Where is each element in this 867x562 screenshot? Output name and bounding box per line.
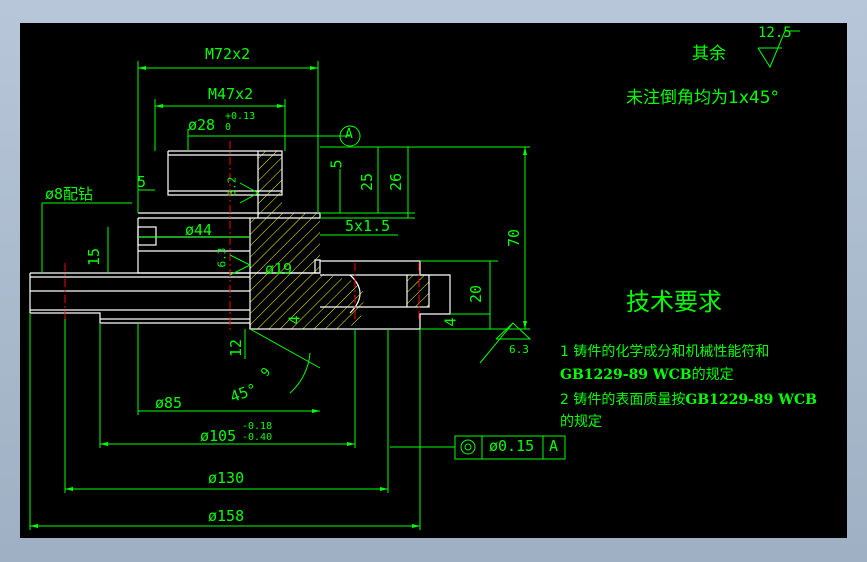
dim-five-b: 5	[327, 159, 346, 169]
roughness-6-3-a: 6.3	[215, 247, 229, 268]
dim-d28-tol-low: 0	[225, 122, 232, 133]
roughness-symbols	[229, 30, 800, 364]
note-1-standard: GB1229-89 WCB	[560, 367, 692, 383]
dim-five-a: 5	[137, 173, 147, 191]
chamfer-note: 未注倒角均为1x45°	[626, 88, 780, 108]
drawing-svg	[29, 30, 800, 530]
dim-d158: ø158	[208, 507, 245, 525]
dim-26: 26	[387, 172, 406, 192]
tolerance-datum: A	[549, 437, 559, 455]
note-2-line-b: 的规定	[560, 414, 602, 430]
part-outline	[29, 150, 451, 330]
roughness-default-label: 其余	[692, 44, 726, 64]
dim-d105-up: -0.18	[242, 421, 273, 432]
dim-d19: ø19	[265, 260, 293, 278]
dim-m72: M72x2	[205, 45, 251, 63]
arrowheads	[30, 66, 527, 528]
dim-d85: ø85	[155, 394, 183, 412]
dim-chamfer: 5x1.5	[345, 217, 391, 235]
roughness-default-value: 12.5	[758, 25, 792, 41]
dim-d8-pin: ø8配钻	[45, 185, 94, 203]
dim-25: 25	[358, 172, 377, 192]
note-2-line-a: 2 铸件的表面质量按GB1229-89 WCB	[560, 389, 817, 409]
note-2-standard: GB1229-89 WCB	[685, 392, 817, 408]
note-2-text: 2 铸件的表面质量按	[560, 392, 686, 408]
dim-d44: ø44	[185, 221, 213, 239]
note-1-line-b: GB1229-89 WCB的规定	[560, 364, 734, 384]
cad-drawing-canvas: M72x2 M47x2 ø28 +0.13 0 A ø8配钻 5 5 25 26…	[20, 23, 847, 538]
note-1-tail: 的规定	[691, 367, 734, 383]
tolerance-value: ø0.15	[489, 437, 535, 455]
dim-d130: ø130	[208, 469, 245, 487]
dim-four-a: 4	[285, 315, 304, 325]
dim-d105: ø105	[200, 427, 237, 445]
dim-four-b: 4	[441, 317, 460, 327]
dim-20: 20	[467, 284, 486, 304]
note-1-line-a: 1 铸件的化学成分和机械性能符和	[560, 344, 770, 360]
dim-d105-low: -0.40	[242, 432, 273, 443]
datum-a-circle	[339, 125, 361, 147]
dim-12: 12	[227, 338, 246, 358]
roughness-3-2: 3.2	[225, 176, 239, 197]
datum-a-label: A	[345, 127, 353, 142]
dim-15: 15	[85, 247, 104, 267]
dim-d28: ø28	[188, 116, 216, 134]
tech-requirements-title: 技术要求	[626, 288, 722, 316]
dimension-lines	[29, 61, 566, 530]
dim-70: 70	[505, 228, 524, 248]
dim-d28-tol: +0.13	[225, 111, 256, 122]
section-hatching	[250, 151, 429, 329]
dim-m47: M47x2	[208, 85, 254, 103]
roughness-6-3-b: 6.3	[509, 343, 529, 356]
